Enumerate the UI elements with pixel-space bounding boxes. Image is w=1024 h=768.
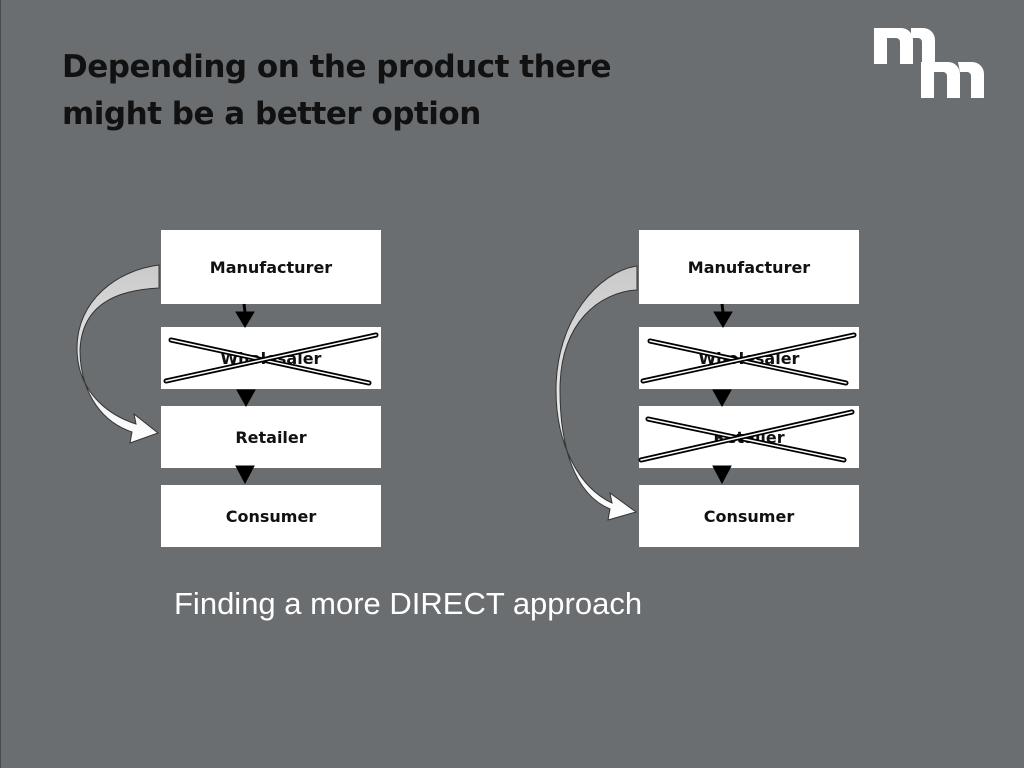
left-retailer-box: Retailer	[161, 406, 381, 468]
slide-caption: Finding a more DIRECT approach	[174, 586, 643, 621]
left-consumer-label: Consumer	[225, 506, 317, 526]
left-wholesaler-box: Wholesaler	[161, 327, 381, 389]
right-flow-arrow-2	[712, 389, 732, 408]
right-retailer-label: Retailer	[713, 427, 785, 447]
left-bypass-arrow	[76, 264, 160, 444]
right-wholesaler-box: Wholesaler	[639, 327, 859, 389]
right-manufacturer-label: Manufacturer	[687, 257, 811, 277]
right-consumer-box: Consumer	[639, 485, 859, 547]
right-retailer-box: Retailer	[639, 406, 859, 468]
mm-logo: mm	[874, 28, 984, 98]
slide-title-line-2: might be a better option	[62, 96, 481, 132]
left-wholesaler-label: Wholesaler	[220, 348, 322, 368]
left-retailer-label: Retailer	[235, 427, 307, 447]
right-bypass-arrow	[555, 265, 638, 521]
right-manufacturer-box: Manufacturer	[639, 230, 859, 304]
right-wholesaler-label: Wholesaler	[698, 348, 800, 368]
left-flow-arrow-2	[236, 389, 256, 408]
left-manufacturer-box: Manufacturer	[161, 230, 381, 304]
slide-title-line-1: Depending on the product there	[62, 49, 612, 85]
slide-title: Depending on the product there might be …	[62, 44, 682, 138]
left-flow-arrow-1	[235, 311, 255, 328]
left-consumer-box: Consumer	[161, 485, 381, 547]
left-manufacturer-label: Manufacturer	[209, 257, 333, 277]
left-flow-arrow-3	[235, 465, 255, 485]
right-flow-arrow-3	[712, 465, 732, 485]
right-consumer-label: Consumer	[703, 506, 795, 526]
right-flow-arrow-1	[713, 311, 733, 328]
